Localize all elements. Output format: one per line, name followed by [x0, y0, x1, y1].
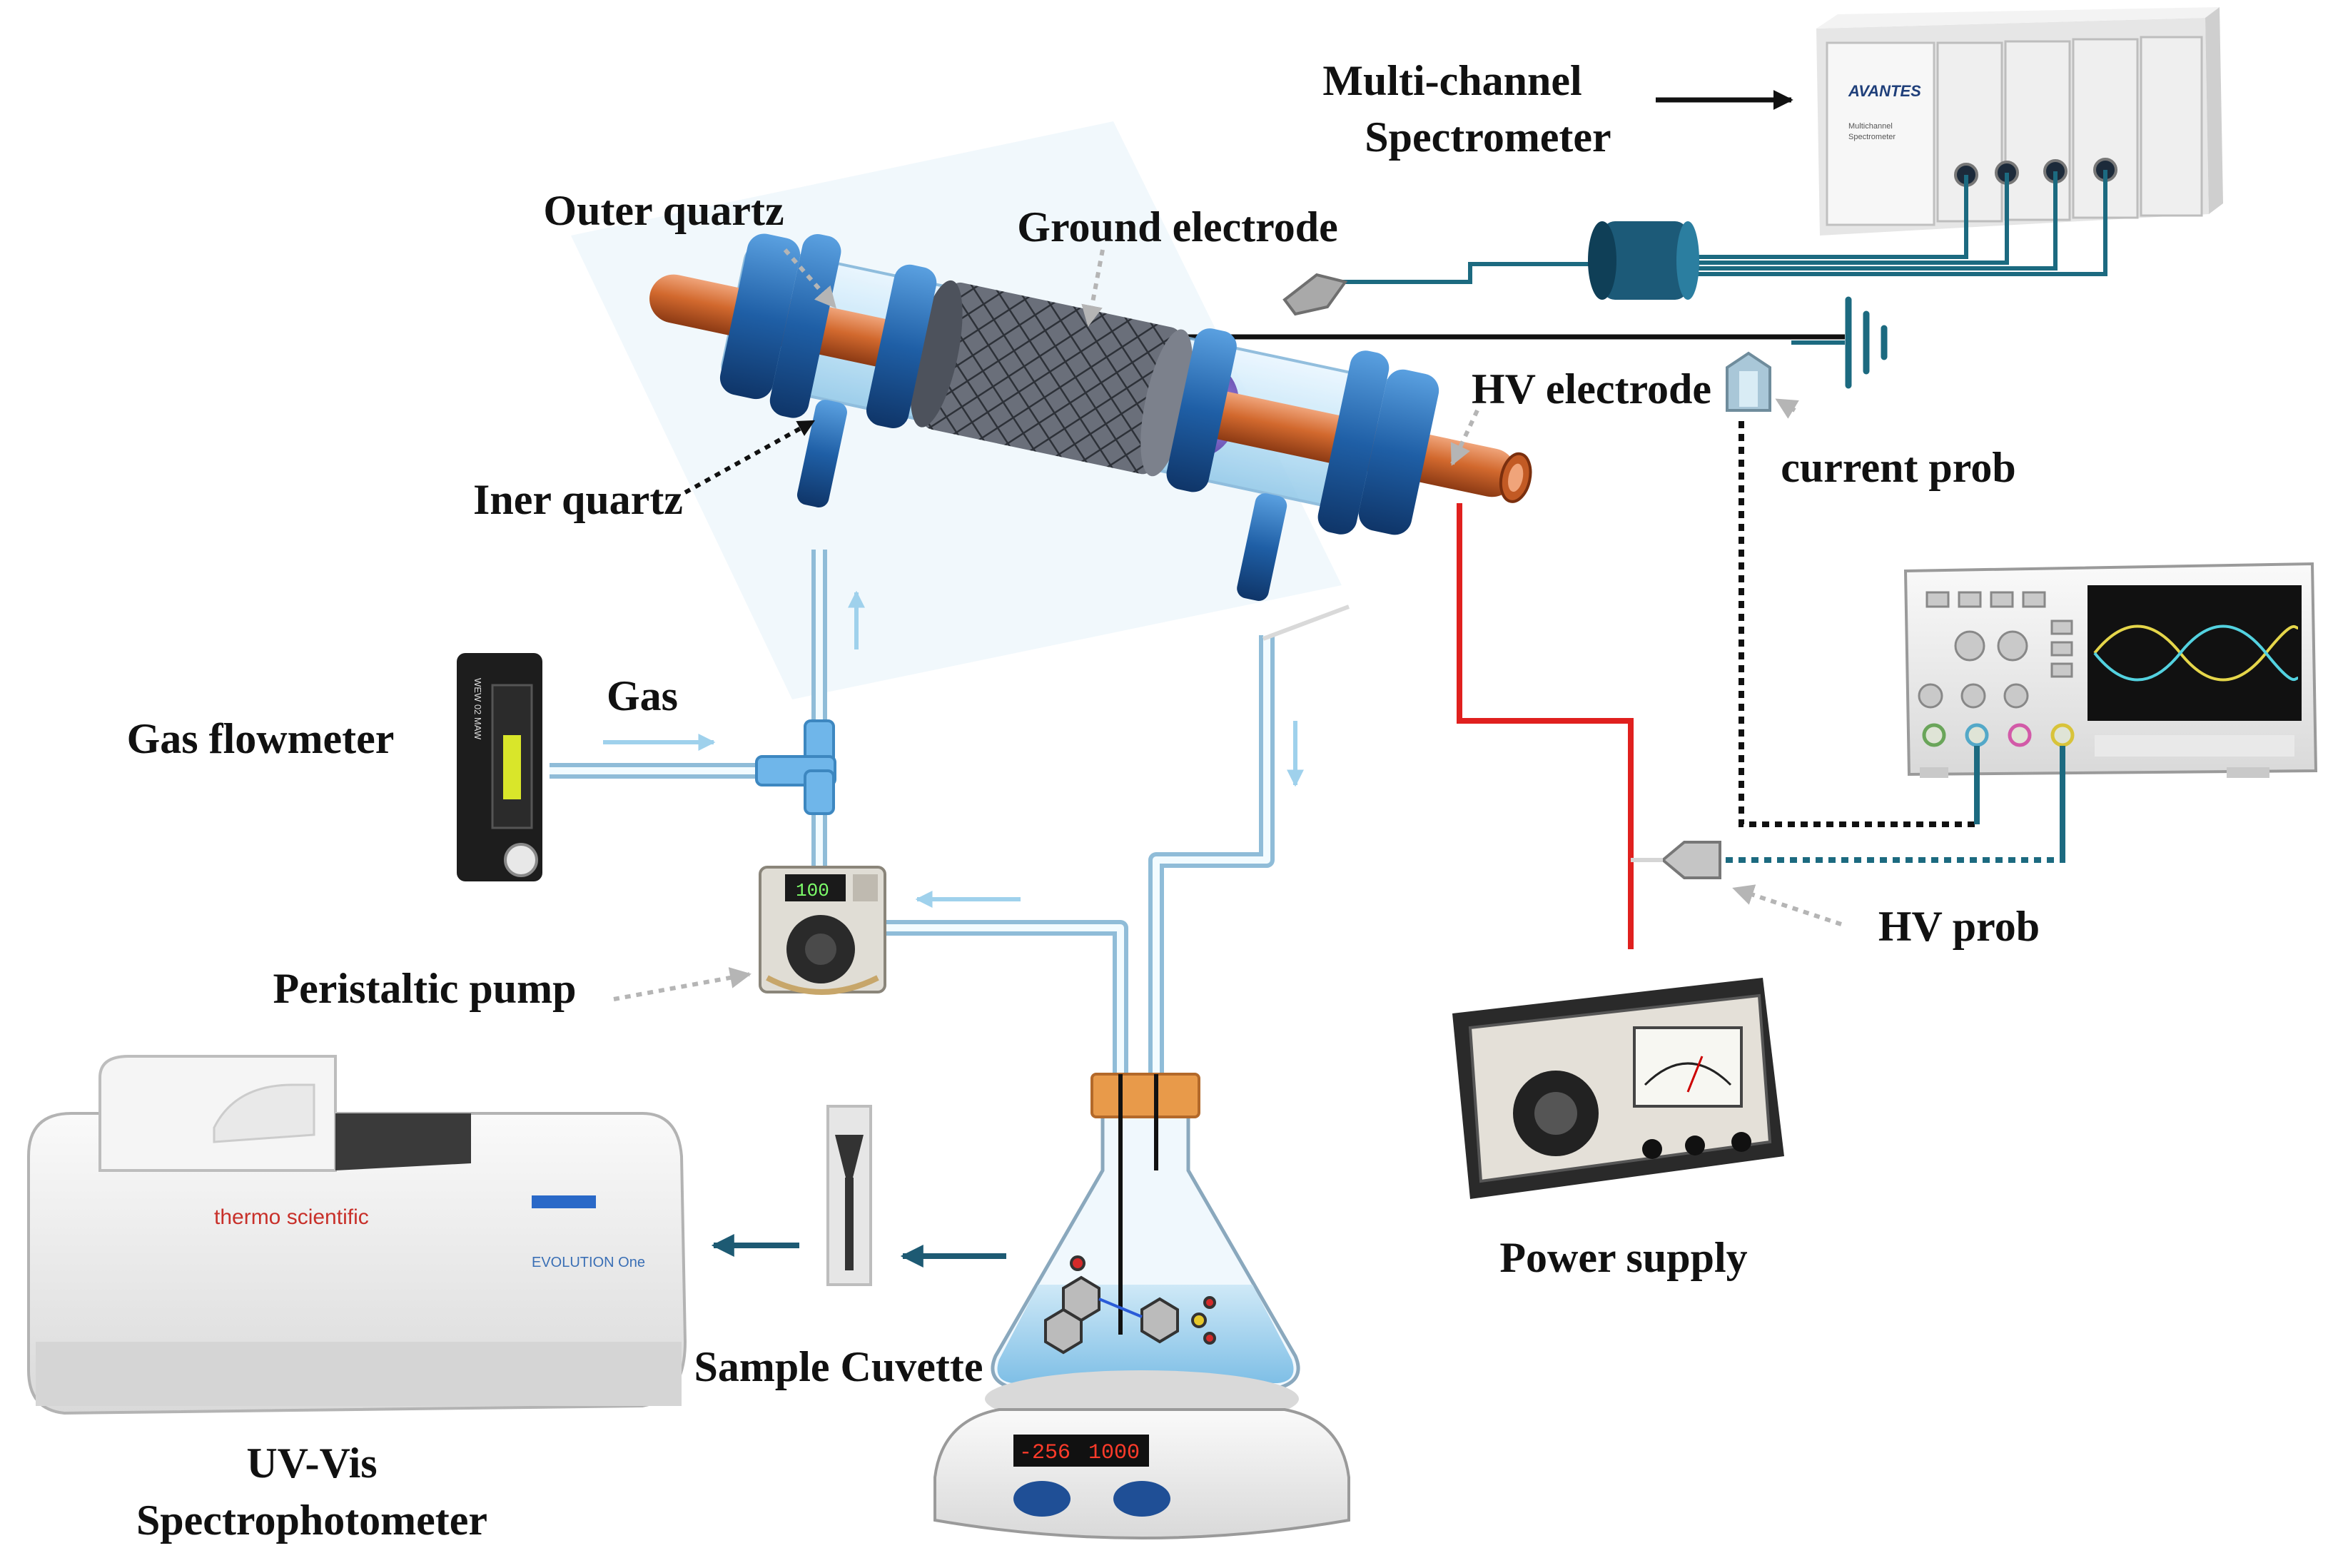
label-outer-quartz: Outer quartz: [543, 187, 784, 234]
label-peristaltic-pump: Peristaltic pump: [273, 965, 577, 1012]
callout-hv-electrode: [1450, 409, 1479, 466]
stirrer-speed-readout: 1000: [1088, 1441, 1140, 1465]
label-sample-cuvette: Sample Cuvette: [694, 1343, 983, 1390]
label-hv-electrode: HV electrode: [1472, 365, 1711, 413]
oscilloscope-screen: [2087, 585, 2302, 721]
evolution-model-text: EVOLUTION One: [532, 1255, 645, 1270]
outlet-port: [1237, 493, 1287, 601]
callout-iner-quartz: [684, 419, 816, 495]
callout-outer-quartz: [783, 248, 837, 309]
gas-t-junction: [755, 719, 836, 815]
label-power-supply: Power supply: [1499, 1234, 1747, 1281]
flowmeter-brand-text: WEW 02 MAW: [472, 678, 483, 740]
callout-ground-electrode: [1081, 249, 1105, 327]
pump-display-value: 100: [796, 880, 829, 901]
avantes-brand-text: AVANTES: [1848, 82, 1921, 100]
optical-probe-tip: [1282, 273, 1348, 316]
right-end-cap: [1317, 350, 1390, 535]
current-probe-icon: [1726, 351, 1771, 412]
erlenmeyer-flask: [991, 1073, 1300, 1390]
label-uvvis-line2: Spectrophotometer: [136, 1497, 487, 1544]
hv-probe-icon: [1631, 841, 1721, 879]
spectrometer-channel-modules: [1936, 36, 2203, 223]
label-multichannel-line1: Multi-channel: [1322, 57, 1581, 104]
label-gas-flowmeter: Gas flowmeter: [127, 715, 395, 762]
label-multichannel-line2: Spectrometer: [1365, 113, 1611, 161]
magnetic-stirrer: -256 1000: [933, 1370, 1350, 1539]
left-end-cap: [719, 233, 801, 400]
gas-flowmeter-device: WEW 02 MAW: [457, 653, 542, 881]
power-supply-device: [1452, 978, 1784, 1199]
label-iner-quartz: Iner quartz: [473, 476, 683, 523]
uvvis-spectrophotometer-device: thermo scientific EVOLUTION One: [27, 1055, 687, 1415]
label-hv-prob: HV prob: [1878, 903, 2040, 950]
power-meter: [1633, 1026, 1743, 1108]
dbd-plasma-reactor: [649, 233, 1532, 601]
ground-symbol: [1845, 296, 1888, 389]
label-uvvis-line1: UV-Vis: [246, 1440, 377, 1487]
flask-stopper: [1090, 1073, 1200, 1118]
flowmeter-knob: [504, 843, 538, 877]
thermo-brand-text: thermo scientific: [214, 1205, 369, 1229]
oscilloscope-channel-inputs: [1922, 723, 2075, 747]
label-gas: Gas: [607, 672, 678, 719]
peristaltic-pump-device: 100: [759, 866, 886, 995]
oscilloscope-device: [1903, 562, 2318, 778]
avantes-model-line1: Multichannel: [1848, 122, 1893, 131]
molecule-structure: [1044, 1255, 1216, 1355]
ground-electrode-mesh: [922, 282, 1180, 475]
multichannel-spectrometer-device: AVANTES Multichannel Spectrometer: [1816, 7, 2223, 236]
optical-fiber-bundle: [1342, 170, 2107, 284]
label-ground-electrode: Ground electrode: [1017, 203, 1337, 251]
stirrer-display: [1013, 1435, 1149, 1467]
flow-arrows: [603, 590, 1304, 908]
label-current-prob: current prob: [1781, 444, 2015, 491]
avantes-model-line2: Spectrometer: [1848, 133, 1896, 141]
sample-cuvette: [826, 1105, 872, 1286]
hv-wire: [1457, 503, 1634, 949]
inlet-port: [796, 400, 847, 507]
ground-wire: [1156, 334, 1845, 345]
stirrer-temp-readout: -256: [1019, 1441, 1071, 1465]
fiber-connector-cylinder: [1588, 221, 1699, 300]
